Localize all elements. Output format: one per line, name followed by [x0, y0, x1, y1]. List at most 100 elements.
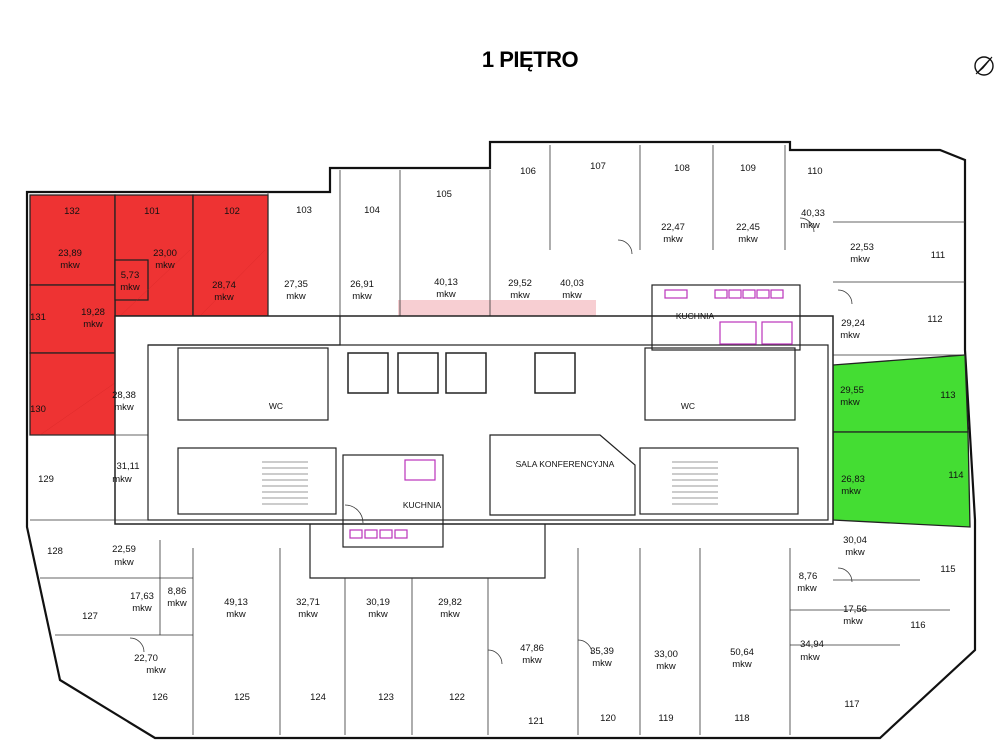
room-area-128: 22,59 — [112, 544, 136, 555]
room-area-120: 35,39 — [590, 646, 614, 657]
room-area-126: 22,70 — [134, 653, 158, 664]
room-area-117: 34,94 — [800, 639, 824, 650]
room-area-116: 17,56 — [843, 604, 867, 615]
room-unit-106: mkw — [510, 290, 530, 301]
room-area-104: 26,91 — [350, 279, 374, 290]
room-area-131: 19,28 — [81, 307, 105, 318]
room-number-118: 118 — [734, 713, 749, 724]
room-unit-128: mkw — [114, 557, 134, 568]
compass-icon — [974, 56, 994, 76]
room-unit-122: mkw — [440, 609, 460, 620]
room-number-128: 128 — [47, 546, 63, 557]
room-area-130: 28,38 — [112, 390, 136, 401]
room-area-123: 30,19 — [366, 597, 390, 608]
room-unit-101: mkw — [155, 260, 175, 271]
page-title: 1 PIĘTRO — [482, 47, 579, 72]
room-number-124: 124 — [310, 692, 326, 703]
kitchen-label-bottom: KUCHNIA — [403, 500, 442, 510]
room-area-121: 47,86 — [520, 643, 544, 654]
room-unit-111: mkw — [850, 254, 870, 265]
room-area-101: 23,00 — [153, 248, 177, 259]
room-area-113: 29,55 — [840, 385, 864, 396]
room-unit-129: mkw — [112, 474, 132, 485]
room-number-106: 106 — [520, 166, 536, 177]
room-area-122: 29,82 — [438, 597, 462, 608]
room-unit-misc2: mkw — [797, 583, 817, 594]
room-number-108: 108 — [674, 163, 690, 174]
room-number-117: 117 — [844, 699, 859, 710]
room-unit-108: mkw — [663, 234, 683, 245]
room-number-123: 123 — [378, 692, 394, 703]
room-area-124: 32,71 — [296, 597, 320, 608]
room-area-111: 22,53 — [850, 242, 874, 253]
room-unit-110: mkw — [800, 220, 820, 231]
room-unit-105: mkw — [436, 289, 456, 300]
room-area-119: 33,00 — [654, 649, 678, 660]
kitchen-label-top: KUCHNIA — [676, 311, 715, 321]
room-unit-120: mkw — [592, 658, 612, 669]
room-area-115: 30,04 — [843, 535, 867, 546]
room-number-114: 114 — [948, 470, 963, 481]
wc-label-right: WC — [681, 401, 695, 411]
room-area-108: 22,47 — [661, 222, 685, 233]
room-unit-102: mkw — [214, 292, 234, 303]
room-number-127: 127 — [82, 611, 98, 622]
room-number-109: 109 — [740, 163, 756, 174]
room-small — [114, 259, 149, 301]
room-unit-small: mkw — [120, 282, 140, 293]
room-area-109: 22,45 — [736, 222, 760, 233]
room-unit-130: mkw — [114, 402, 134, 413]
room-number-132: 132 — [64, 206, 80, 217]
room-unit-124: mkw — [298, 609, 318, 620]
room-unit-127: mkw — [132, 603, 152, 614]
room-area-small: 5,73 — [121, 270, 140, 281]
kitchen-furniture — [349, 289, 793, 539]
room-area-114: 26,83 — [841, 474, 865, 485]
room-area-103: 27,35 — [284, 279, 308, 290]
room-area-110: 40,33 — [801, 208, 825, 219]
building-outline — [25, 140, 977, 740]
room-unit-125: mkw — [226, 609, 246, 620]
room-unit-116: mkw — [843, 616, 863, 627]
available-rooms — [832, 354, 971, 528]
room-number-126: 126 — [152, 692, 168, 703]
room-unit-118: mkw — [732, 659, 752, 670]
room-unit-121: mkw — [522, 655, 542, 666]
room-unit-117: mkw — [800, 652, 820, 663]
room-area-129: 31,11 — [116, 461, 139, 472]
room-unit-103: mkw — [286, 291, 306, 302]
room-number-116: 116 — [910, 620, 925, 631]
room-area-misc2: 8,76 — [799, 571, 818, 582]
room-unit-115: mkw — [845, 547, 865, 558]
room-number-111: 111 — [931, 250, 945, 261]
room-number-121: 121 — [528, 716, 544, 727]
room-unit-126: mkw — [146, 665, 166, 676]
room-number-104: 104 — [364, 205, 380, 216]
room-unit-132: mkw — [60, 260, 80, 271]
room-unit-104: mkw — [352, 291, 372, 302]
room-area-106: 29,52 — [508, 278, 532, 289]
room-number-119: 119 — [658, 713, 673, 724]
room-number-107: 107 — [590, 161, 606, 172]
room-number-131: 131 — [30, 312, 46, 323]
room-number-115: 115 — [940, 564, 955, 575]
room-unit-misc1: mkw — [167, 598, 187, 609]
room-number-112: 112 — [927, 314, 942, 325]
room-unit-109: mkw — [738, 234, 758, 245]
facility-labels: KUCHNIA KUCHNIA WC WC SALA KONFERENCYJNA — [269, 311, 715, 510]
room-area-107: 40,03 — [560, 278, 584, 289]
room-unit-131: mkw — [83, 319, 103, 330]
room-number-130: 130 — [30, 404, 46, 415]
room-number-101: 101 — [144, 206, 160, 217]
room-area-112: 29,24 — [841, 318, 865, 329]
room-area-127: 17,63 — [130, 591, 154, 602]
room-number-103: 103 — [296, 205, 312, 216]
room-unit-113: mkw — [840, 397, 860, 408]
room-number-113: 113 — [940, 390, 955, 401]
room-area-125: 49,13 — [224, 597, 248, 608]
room-area-105: 40,13 — [434, 277, 458, 288]
room-area-102: 28,74 — [212, 280, 236, 291]
room-number-110: 110 — [807, 166, 822, 177]
conference-room-label: SALA KONFERENCYJNA — [516, 459, 615, 469]
